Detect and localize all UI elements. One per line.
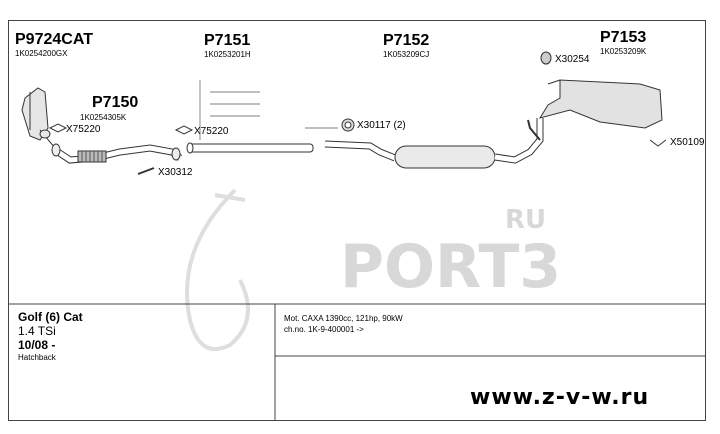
accessory-x75220-left[interactable]: X75220 — [66, 124, 101, 135]
engine-spec: Mot. CAXA 1390cc, 121hp, 90kW ch.no. 1K-… — [284, 313, 403, 335]
accessory-x30254[interactable]: X30254 — [555, 54, 590, 65]
watermark-logo — [185, 188, 250, 351]
accessory-x30117[interactable]: X30117 (2) — [357, 120, 406, 131]
accessory-x50109[interactable]: X50109 — [670, 137, 705, 148]
rear-silencer-p7153[interactable] — [527, 79, 663, 141]
intermediate-pipe-p7151[interactable] — [186, 142, 314, 154]
front-pipe-p7150[interactable] — [51, 143, 183, 164]
centre-silencer-p7152[interactable] — [324, 118, 544, 169]
watermark-suffix: RU — [505, 205, 547, 235]
gasket-x75220-left-icon — [48, 123, 68, 133]
spec-motor: Mot. CAXA 1390cc, 121hp, 90kW — [284, 314, 403, 323]
part-code-p7153: 1K0253209K — [600, 47, 647, 56]
part-code-p9724cat: 1K0254200GX — [15, 49, 68, 58]
leader-lines — [199, 80, 338, 140]
part-number-p7150[interactable]: P7150 — [92, 94, 139, 111]
clamp-x50109-icon — [649, 139, 667, 147]
vehicle-engine: 1.4 TSi — [18, 324, 56, 338]
catalytic-converter-p9724cat[interactable] — [21, 87, 61, 157]
part-code-p7151: 1K0253201H — [204, 50, 251, 59]
part-number-p7153[interactable]: P7153 — [600, 29, 647, 46]
website-link[interactable]: www.z-v-w.ru — [470, 385, 650, 410]
watermark-text: PORT3 — [340, 232, 562, 302]
vehicle-info: Golf (6) Cat 1.4 TSi 10/08 - Hatchback — [18, 310, 83, 364]
diagram-frame — [8, 20, 706, 421]
accessory-x30312[interactable]: X30312 — [158, 167, 193, 178]
accessory-x75220-mid[interactable]: X75220 — [194, 126, 229, 137]
part-number-p7152[interactable]: P7152 — [383, 32, 430, 49]
gasket-x75220-mid-icon — [174, 125, 194, 135]
vehicle-model: Golf (6) Cat — [18, 310, 83, 324]
stud-x30312-icon — [137, 167, 155, 175]
spec-chassis: ch.no. 1K-9-400001 -> — [284, 325, 364, 334]
vehicle-date: 10/08 - — [18, 338, 56, 352]
part-number-p7151[interactable]: P7151 — [204, 32, 251, 49]
hanger-x30254-icon — [540, 51, 552, 65]
part-code-p7152: 1K053209CJ — [383, 50, 430, 59]
part-code-p7150: 1K0254305K — [80, 113, 127, 122]
clamp-x30117-icon — [341, 118, 355, 132]
vehicle-body: Hatchback — [18, 353, 56, 362]
part-number-p9724cat[interactable]: P9724CAT — [15, 31, 93, 48]
